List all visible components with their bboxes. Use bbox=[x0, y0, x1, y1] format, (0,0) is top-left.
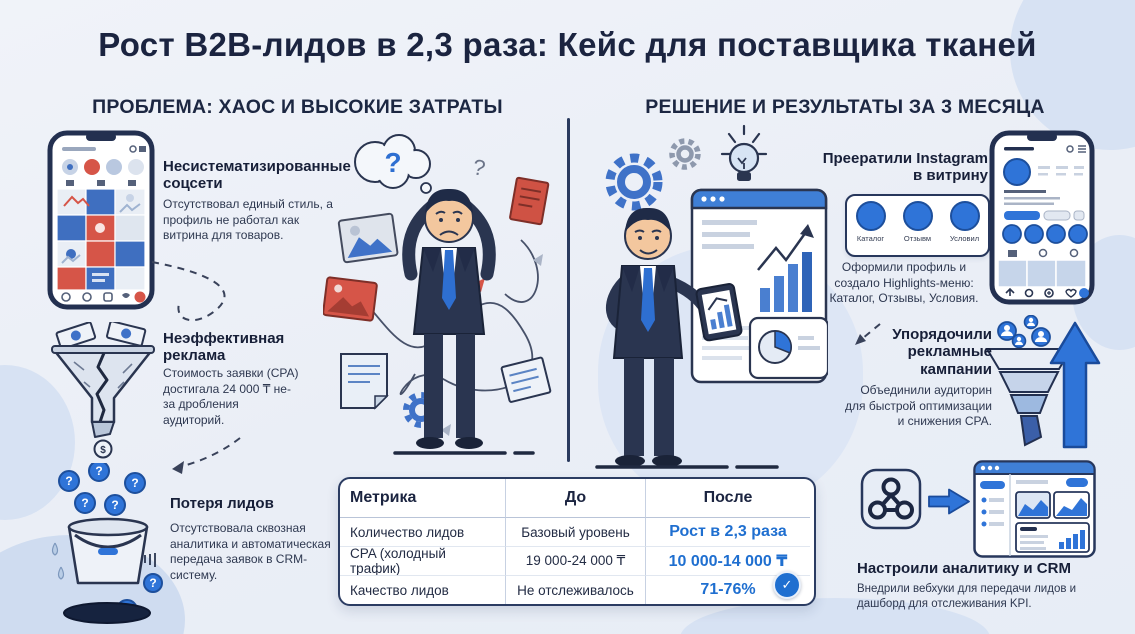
image-card-icon bbox=[323, 276, 378, 322]
problem-item-body: Отсутствовала сквозная аналитика и автом… bbox=[170, 521, 331, 582]
pie-chart-card-icon bbox=[748, 316, 828, 380]
section-divider bbox=[567, 118, 570, 462]
svg-text:?: ? bbox=[384, 147, 401, 178]
gear-icon bbox=[669, 138, 701, 170]
table-cell: Базовый уровень bbox=[505, 517, 645, 546]
check-glyph: ✓ bbox=[781, 577, 793, 592]
check-circle-icon: ✓ bbox=[773, 571, 801, 599]
svg-text:?: ? bbox=[81, 496, 88, 510]
confused-man-illustration: ? ? bbox=[323, 134, 552, 455]
table-cell: Не отслеживалось bbox=[505, 575, 645, 604]
problem-item-body: Отсутствовал единый стиль, а профиль не … bbox=[163, 197, 333, 243]
problem-section-header: ПРОБЛЕМА: ХАОС И ВЫСОКИЕ ЗАТРАТЫ bbox=[92, 96, 503, 118]
highlight-circle-icon bbox=[855, 201, 886, 231]
solution-item-body: Оформили профиль и создало Highlights-ме… bbox=[829, 260, 979, 306]
success-man-illustration bbox=[595, 124, 828, 469]
table-header-before: До bbox=[505, 479, 645, 517]
page-title: Рост B2B-лидов в 2,3 раза: Кейс для пост… bbox=[98, 26, 1037, 63]
highlight-label: Отзывм bbox=[903, 234, 932, 243]
solution-item-body: Внедрили вебхуки для передачи лидов и да… bbox=[857, 583, 1077, 610]
leaking-bucket-icon: ? ? ? ? ? ? ? bbox=[51, 463, 163, 624]
lightbulb-icon bbox=[720, 124, 768, 181]
gear-icon bbox=[605, 153, 663, 211]
svg-text:?: ? bbox=[131, 476, 138, 490]
table-cell-after: 10 000-14 000 ₸ bbox=[645, 546, 810, 575]
success-man bbox=[595, 207, 779, 469]
thought-cloud-icon: ? bbox=[354, 134, 439, 202]
table-cell: Качество лидов bbox=[340, 575, 505, 604]
confused-man bbox=[393, 188, 535, 455]
svg-text:$: $ bbox=[100, 445, 106, 456]
note-icon bbox=[500, 356, 552, 403]
table-cell: 19 000-24 000 ₸ bbox=[505, 546, 645, 575]
svg-text:?: ? bbox=[95, 464, 102, 478]
highlights-menu-card: Каталог Отзывм Условил bbox=[845, 194, 990, 257]
image-card-icon bbox=[337, 212, 399, 264]
problem-item-heading: Несистематизированные соцсети bbox=[163, 158, 351, 193]
solution-item-heading: Преератили Instagram в витрину bbox=[822, 150, 988, 185]
instagram-grid-phone-icon bbox=[47, 130, 155, 310]
results-table: Метрика До После Количество лидов Базовы… bbox=[338, 477, 816, 606]
problem-item-heading: Неэффективная реклама bbox=[163, 330, 285, 365]
highlight-circle-icon bbox=[902, 201, 933, 231]
broken-funnel-icon: $ bbox=[51, 322, 155, 459]
arrow-right-icon bbox=[928, 488, 970, 515]
svg-text:?: ? bbox=[65, 474, 72, 488]
highlight-circle-icon bbox=[949, 201, 980, 231]
highlight-item: Отзывм bbox=[896, 201, 940, 243]
highlight-item: Каталог bbox=[849, 201, 893, 243]
svg-text:?: ? bbox=[149, 576, 156, 590]
instagram-storefront-phone-icon bbox=[989, 130, 1095, 305]
user-icon bbox=[997, 315, 1051, 349]
problem-item-body: Стоимость заявки (CPA) достигала 24 000 … bbox=[163, 366, 299, 427]
highlight-label: Каталог bbox=[856, 234, 885, 243]
table-cell-after: Рост в 2,3 раза bbox=[645, 517, 810, 546]
table-cell-after: 71-76% bbox=[645, 575, 810, 604]
table-cell: CPA (холодный трафик) bbox=[340, 546, 505, 576]
funnel-growth-icon bbox=[985, 315, 1101, 449]
document-icon bbox=[509, 176, 550, 226]
webhook-icon bbox=[860, 468, 922, 530]
table-header-metric: Метрика bbox=[350, 489, 417, 506]
note-icon bbox=[340, 353, 389, 410]
table-cell: Количество лидов bbox=[340, 517, 505, 546]
solution-item-heading: Упорядочили рекламные кампании bbox=[892, 326, 992, 378]
table-header-after: После bbox=[645, 479, 810, 517]
highlight-item: Условил bbox=[943, 201, 987, 243]
solution-section-header: РЕШЕНИЕ И РЕЗУЛЬТАТЫ ЗА 3 МЕСЯЦА bbox=[645, 96, 1045, 118]
crm-dashboard-icon bbox=[973, 460, 1096, 558]
highlight-label: Условил bbox=[949, 234, 980, 243]
solution-item-heading: Настроили аналитику и CRM bbox=[857, 560, 1071, 577]
problem-item-heading: Потеря лидов bbox=[170, 495, 274, 512]
svg-text:?: ? bbox=[471, 154, 487, 181]
solution-item-body: Объединили аудиторин для быстрой оптимиз… bbox=[845, 383, 992, 429]
svg-text:?: ? bbox=[111, 498, 118, 512]
